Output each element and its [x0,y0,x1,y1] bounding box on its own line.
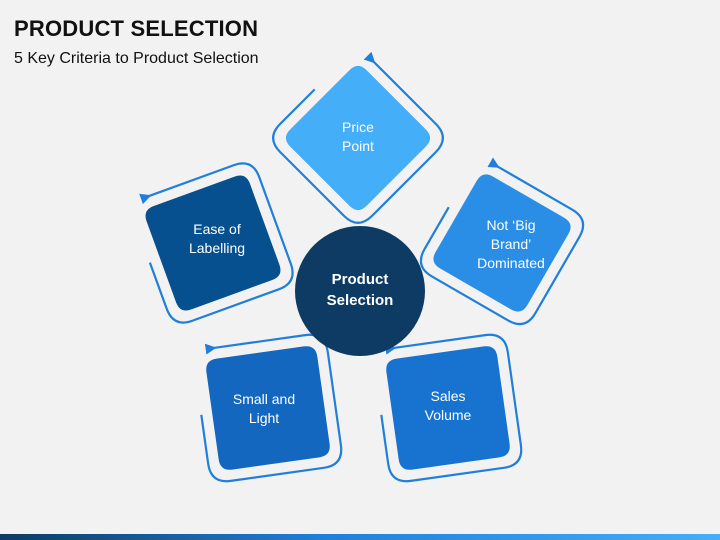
node-outline-arrow [419,156,585,326]
node-label-not-big-brand: Not ‘Big Brand’ Dominated [451,216,571,273]
node-label-line: Labelling [188,240,246,256]
node-outline-arrow [132,162,294,324]
center-label-line2: Selection [326,292,394,309]
node-shape [145,175,281,311]
node-label-price-point: Price Point [298,118,418,156]
node-shape [386,346,510,470]
node-label-sales-volume: Sales Volume [388,387,508,425]
page-title: PRODUCT SELECTION [14,16,259,41]
node-label-line: Small and [232,391,296,407]
node-label-line: Price [342,119,374,135]
node-label-line: Volume [424,407,472,423]
center-label-line1: Product [331,271,389,288]
node-label-small-and-light: Small and Light [204,390,324,428]
center-circle [295,226,425,356]
node-label-line: Sales [430,388,466,404]
node-not-big-brand [419,156,585,326]
node-shape [285,65,431,211]
node-sales-volume [373,333,523,483]
node-label-line: Dominated [477,255,545,271]
node-label-line: Brand’ [490,236,532,252]
node-label-ease-of-labelling: Ease of Labelling [157,220,277,258]
node-outline-arrow [272,46,444,224]
node-price-point [272,46,444,224]
node-label-line: Light [248,410,280,426]
bottom-accent-bar [0,534,720,540]
node-ease-of-labelling [132,162,294,324]
node-label-line: Ease of [193,221,241,237]
node-outline-arrow [373,333,523,483]
node-shape [206,346,330,470]
node-label-line: Point [342,138,374,154]
node-shape [433,174,571,312]
page-subtitle: 5 Key Criteria to Product Selection [14,50,259,67]
center-label: Product Selection [300,269,420,311]
node-label-line: Not ‘Big [486,217,536,233]
